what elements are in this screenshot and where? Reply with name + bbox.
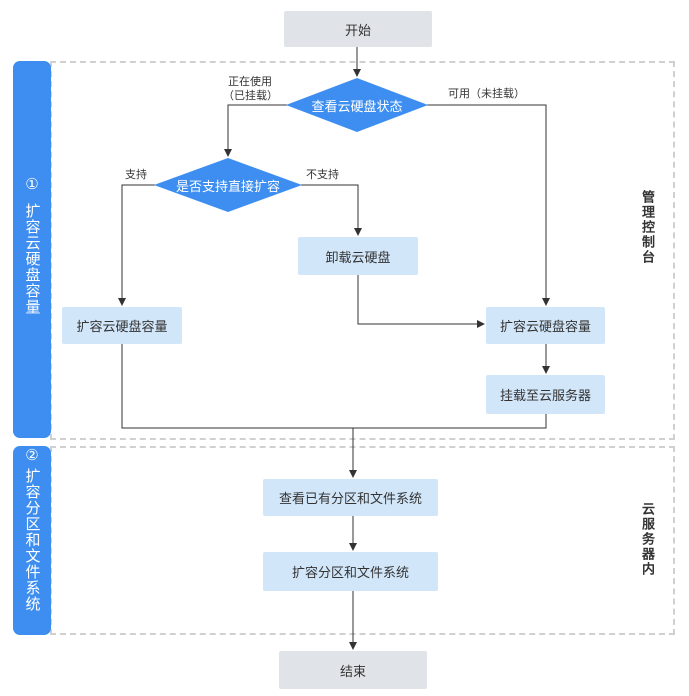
stage-2-bar: ② 扩容分区和文件系统 <box>13 446 51 635</box>
start-node: 开始 <box>284 11 432 47</box>
stage-1-zone <box>50 61 675 440</box>
edge-expand-left-merge <box>121 344 547 429</box>
edge-check-to-question <box>224 104 288 157</box>
attach-server-node: 挂载至云服务器 <box>486 375 605 414</box>
label-in-use-line1: 正在使用 <box>228 75 272 88</box>
check-status-label: 查看云硬盘状态 <box>311 99 403 115</box>
stage-2-label: 扩容分区和文件系统 <box>23 468 42 612</box>
expand-partition-node: 扩容分区和文件系统 <box>263 552 438 591</box>
label-supported: 支持 <box>125 168 147 181</box>
edge-question-to-detach <box>300 184 362 236</box>
label-not-supported: 不支持 <box>306 168 339 181</box>
end-node: 结束 <box>279 651 427 689</box>
stage-2-number: ② <box>25 446 39 464</box>
edge-detach-to-expand-right <box>357 275 485 328</box>
stage-2-side-label: 云服务器内 <box>639 502 654 577</box>
diamond-check-status <box>286 78 428 132</box>
edge-question-to-expand-left <box>118 184 156 306</box>
diamond-direct-expand <box>154 158 302 212</box>
stage-1-side-label: 管理控制台 <box>639 190 654 265</box>
stage-2-zone <box>50 446 675 635</box>
detach-disk-node: 卸载云硬盘 <box>298 237 418 275</box>
expand-disk-right-node: 扩容云硬盘容量 <box>486 307 605 344</box>
stage-1-bar: ① 扩容云硬盘容量 <box>13 61 51 438</box>
expand-disk-left-node: 扩容云硬盘容量 <box>62 307 182 344</box>
label-in-use-line2: （已挂载） <box>223 89 278 102</box>
direct-expand-label: 是否支持直接扩容 <box>175 179 280 195</box>
stage-1-number: ① <box>25 175 39 193</box>
edge-check-to-expand-right <box>426 104 550 306</box>
check-partition-node: 查看已有分区和文件系统 <box>263 479 438 516</box>
label-available: 可用（未挂载） <box>448 87 525 100</box>
stage-1-label: 扩容云硬盘容量 <box>23 203 42 315</box>
